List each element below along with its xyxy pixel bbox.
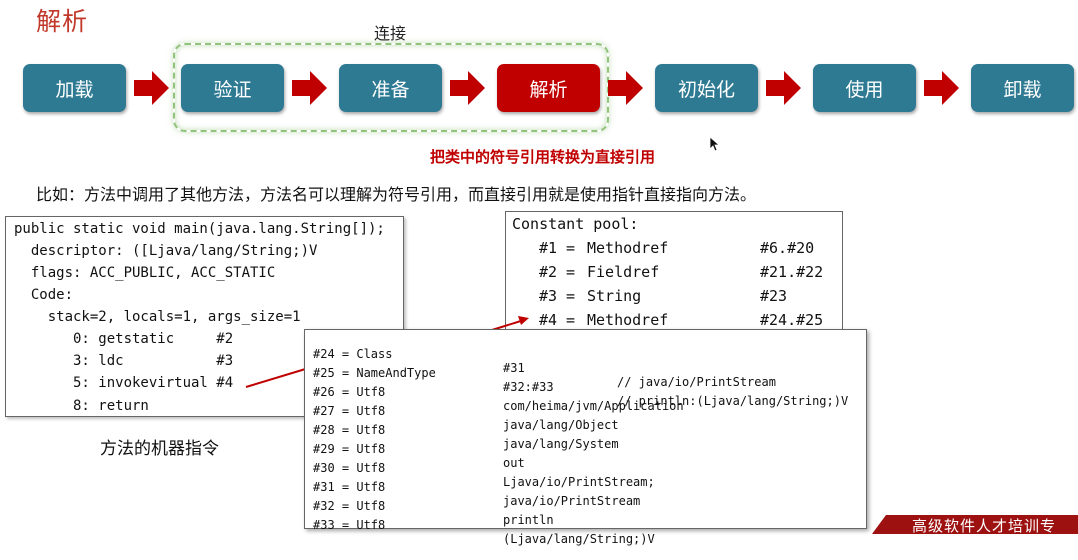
entry-id: #4 <box>539 311 558 329</box>
step-resolve: 解析 <box>497 64 600 112</box>
table-row: #31 = Utf8 java/io/PrintStream <box>313 480 641 508</box>
arrow-right-icon <box>292 71 327 105</box>
code-line: 8: return <box>14 398 149 414</box>
constant-pool-header: Constant pool: <box>512 215 639 233</box>
watermark-banner: 高级软件人才培训专 <box>872 515 1078 534</box>
arrow-right-icon <box>608 71 643 105</box>
group-label-linking: 连接 <box>374 24 407 43</box>
arrow-right-icon <box>134 71 169 105</box>
table-row: #26 = Utf8 com/heima/jvm/Application <box>313 385 684 413</box>
code-line: 0: getstatic #2 <box>14 331 234 347</box>
code-line: descriptor: ([Ljava/lang/String;)V <box>14 243 318 259</box>
table-row: #25 = NameAndType #32:#33 // println:(Lj… <box>313 366 849 408</box>
table-row: #28 = Utf8 java/lang/System <box>313 423 619 451</box>
entry-id: #3 <box>539 287 558 305</box>
mouse-pointer-icon <box>709 136 721 152</box>
entry-type: Methodref <box>587 239 669 257</box>
step-initialize: 初始化 <box>655 64 758 112</box>
example-text: 比如：方法中调用了其他方法，方法名可以理解为符号引用，而直接引用就是使用指针直接… <box>36 185 757 204</box>
entry-ref: #21.#22 <box>760 263 824 281</box>
entry-type: Fieldref <box>587 263 660 281</box>
arrow-right-icon <box>924 71 959 105</box>
table-row: #33 = Utf8 (Ljava/lang/String;)V <box>313 518 655 546</box>
code-line: flags: ACC_PUBLIC, ACC_STATIC <box>14 265 276 281</box>
entry-id: #1 <box>539 239 558 257</box>
reference-arrow <box>245 316 529 388</box>
code-line: stack=2, locals=1, args_size=1 <box>14 309 301 325</box>
constant-pool-detail-box: #24 = Class #31 // java/io/PrintStream #… <box>304 329 867 546</box>
entry-ref: #6.#20 <box>760 239 815 257</box>
resolve-description: 把类中的符号引用转换为直接引用 <box>430 148 656 166</box>
entry-type: Methodref <box>587 311 669 329</box>
arrow-right-icon <box>766 71 801 105</box>
code-line-invokevirtual: 5: invokevirtual #4 <box>14 375 234 391</box>
code-line: Code: <box>14 287 74 303</box>
entry-id: #2 <box>539 263 558 281</box>
code-line: 3: ldc #3 <box>14 353 234 369</box>
entry-ref: #24.#25 <box>760 311 824 329</box>
step-use: 使用 <box>813 64 916 112</box>
step-unload: 卸载 <box>971 64 1074 112</box>
table-row: #24 = Class #31 // java/io/PrintStream <box>313 347 776 389</box>
step-verify: 验证 <box>181 64 284 112</box>
entry-type: String <box>587 287 642 305</box>
entry-ref: #23 <box>760 287 788 305</box>
machine-instructions-caption: 方法的机器指令 <box>100 439 219 459</box>
table-row: #27 = Utf8 java/lang/Object <box>313 404 619 432</box>
table-row: #29 = Utf8 out <box>313 442 525 470</box>
slide-title: 解析 <box>36 7 89 36</box>
table-row: #30 = Utf8 Ljava/io/PrintStream; <box>313 461 655 489</box>
step-prepare: 准备 <box>339 64 442 112</box>
arrow-right-icon <box>450 71 485 105</box>
constant-pool-box: Constant pool: #1 = Methodref #6.#20 #2 … <box>505 211 843 333</box>
step-load: 加载 <box>23 64 126 112</box>
code-line: public static void main(java.lang.String… <box>14 221 385 237</box>
table-row: #32 = Utf8 println <box>313 499 554 527</box>
